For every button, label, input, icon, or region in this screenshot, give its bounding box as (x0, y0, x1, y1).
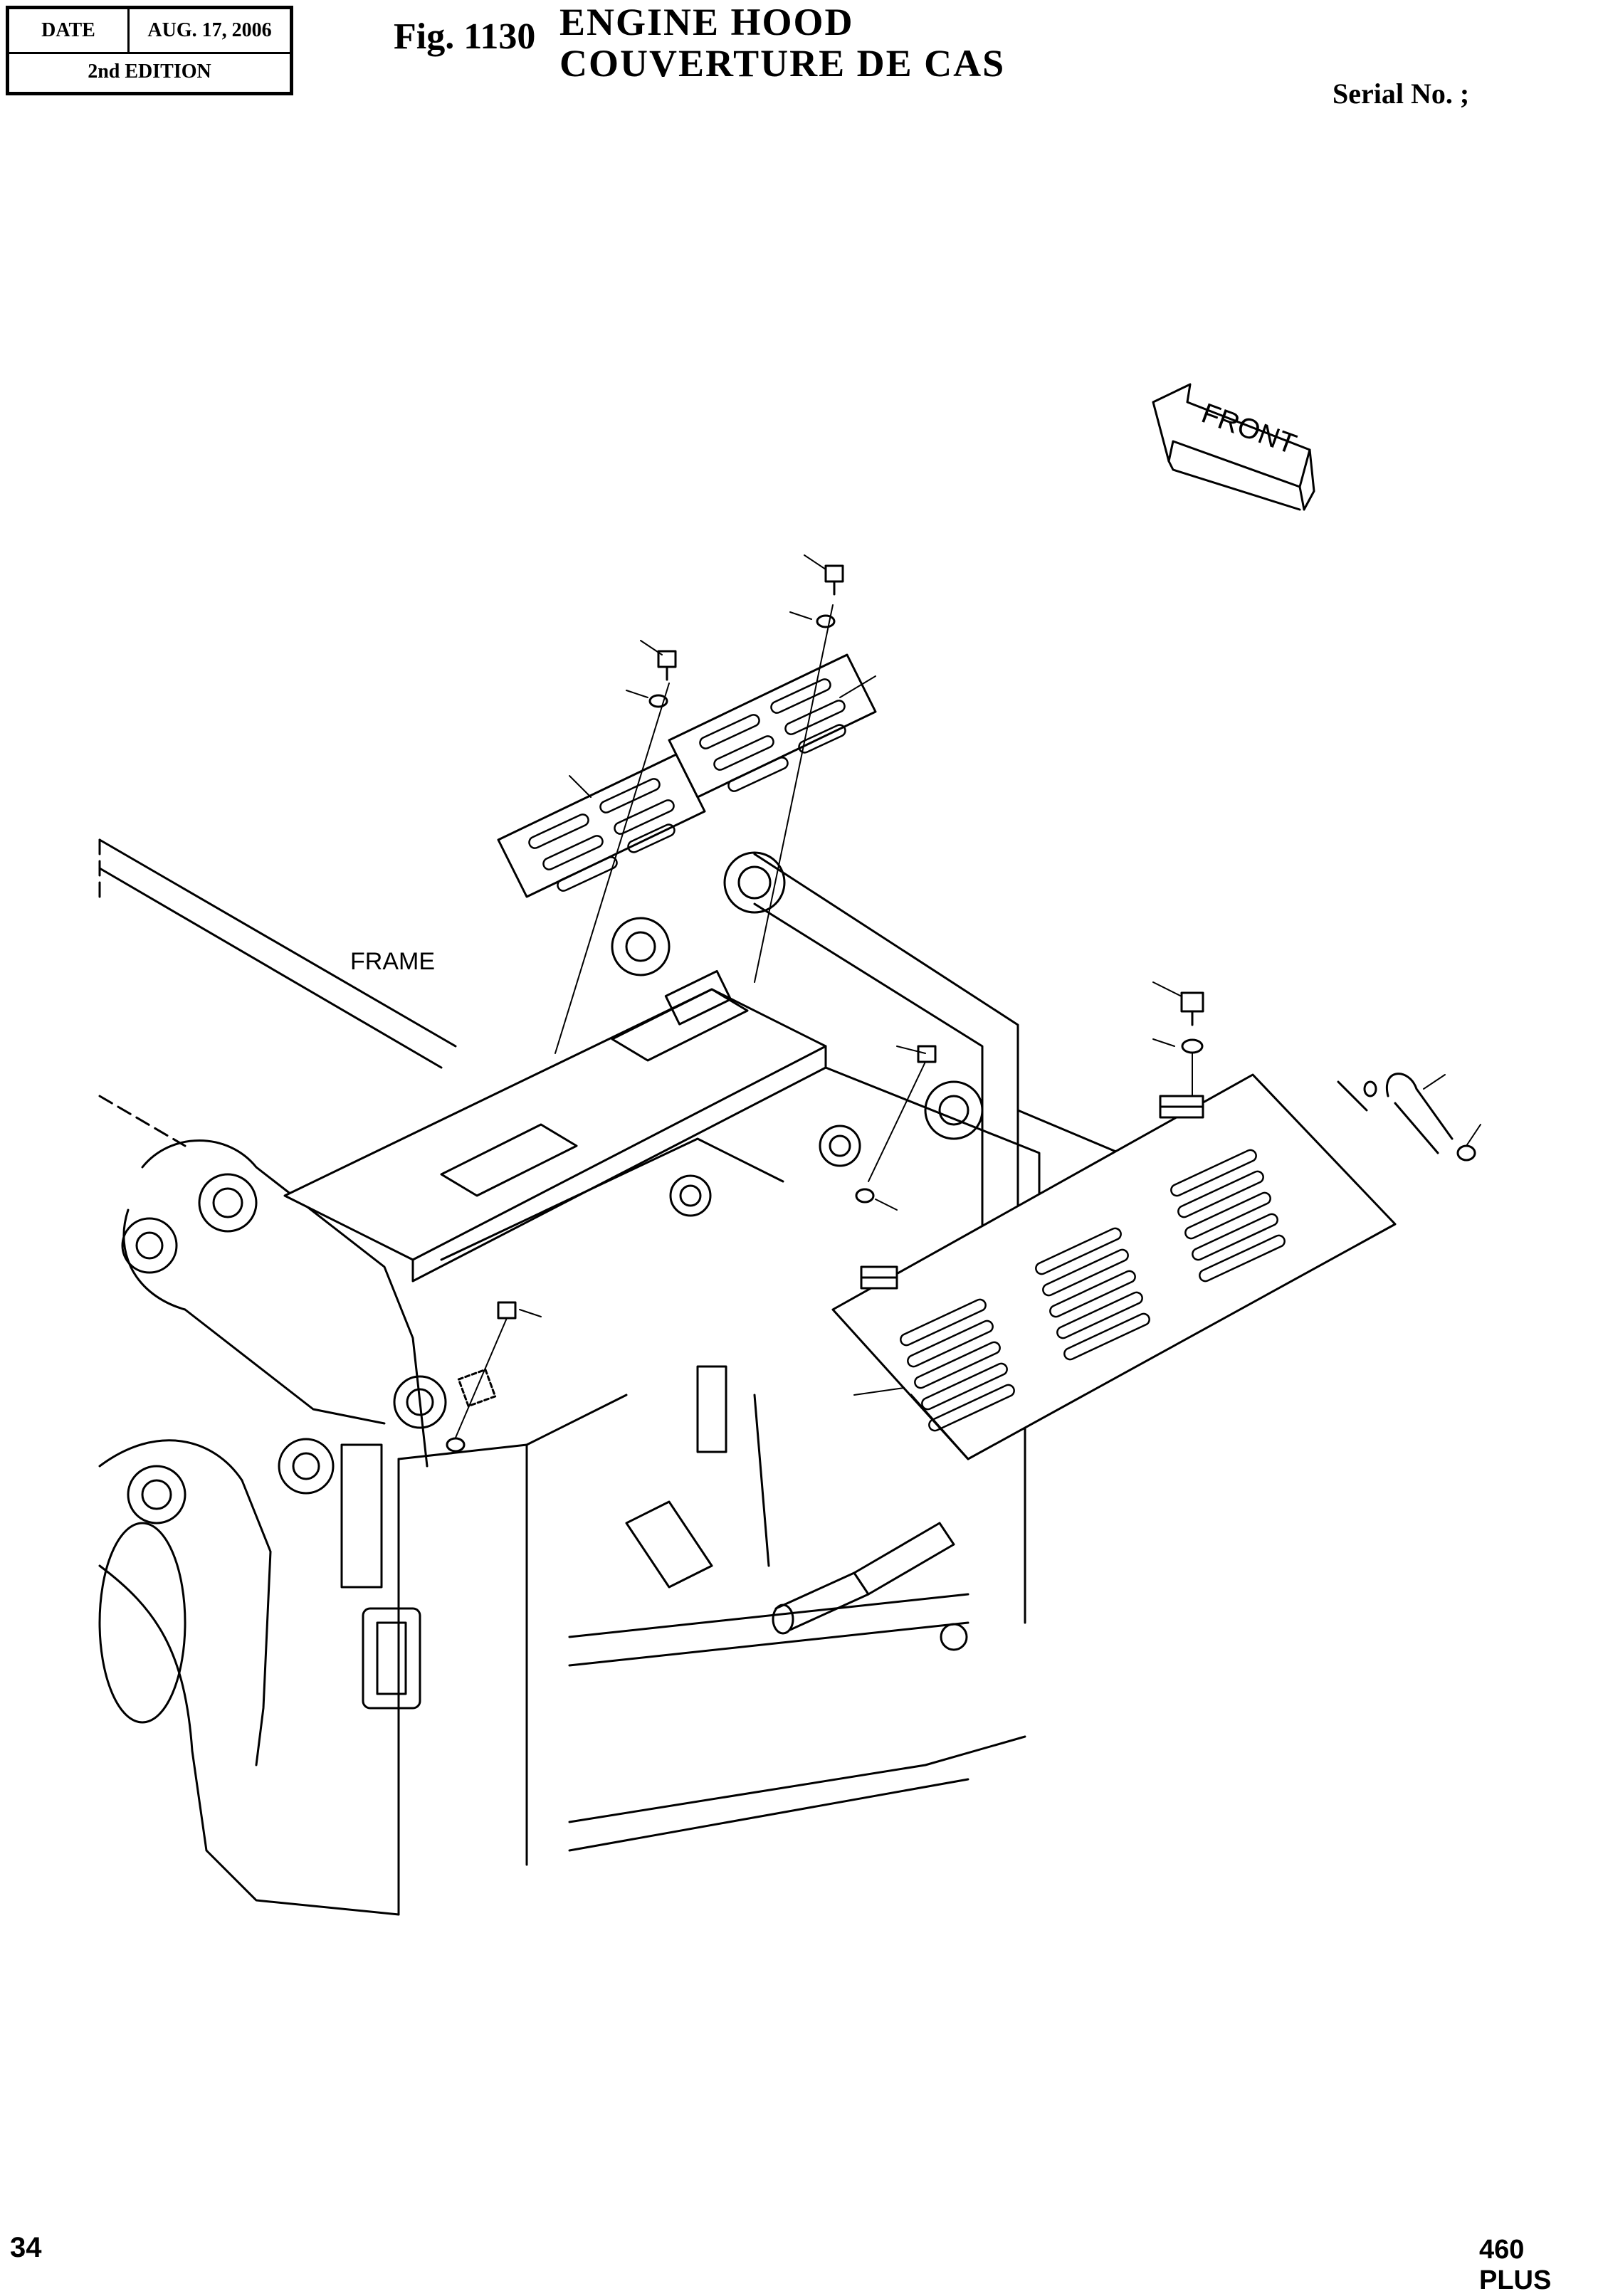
date-label: DATE (9, 9, 130, 52)
title-english: ENGINE HOOD (559, 1, 854, 43)
machine-frame (98, 838, 1155, 1916)
model-name: 460 PLUS (1479, 2235, 1552, 2295)
serial-number: Serial No. ; (1333, 78, 1470, 110)
date-edition-box: DATE AUG. 17, 2006 2nd EDITION (6, 6, 293, 95)
right-vent-grille (668, 604, 877, 983)
date-value: AUG. 17, 2006 (147, 19, 272, 41)
engine-hood-cover (831, 1073, 1397, 1460)
grille-bolts (626, 554, 844, 708)
edition-label: 2nd EDITION (88, 60, 211, 83)
page-number: 34 (10, 2232, 42, 2263)
hood-bolt (1152, 981, 1204, 1097)
frame-label: FRAME (350, 948, 435, 975)
figure-number: Fig. 1130 (394, 16, 536, 57)
hood-latch-rod (1337, 1073, 1481, 1162)
mount-bolts (446, 1045, 937, 1453)
front-direction-arrow: FRONT (1152, 383, 1315, 511)
title-french: COUVERTURE DE CAS (559, 42, 1006, 85)
left-vent-grille (497, 683, 706, 1054)
